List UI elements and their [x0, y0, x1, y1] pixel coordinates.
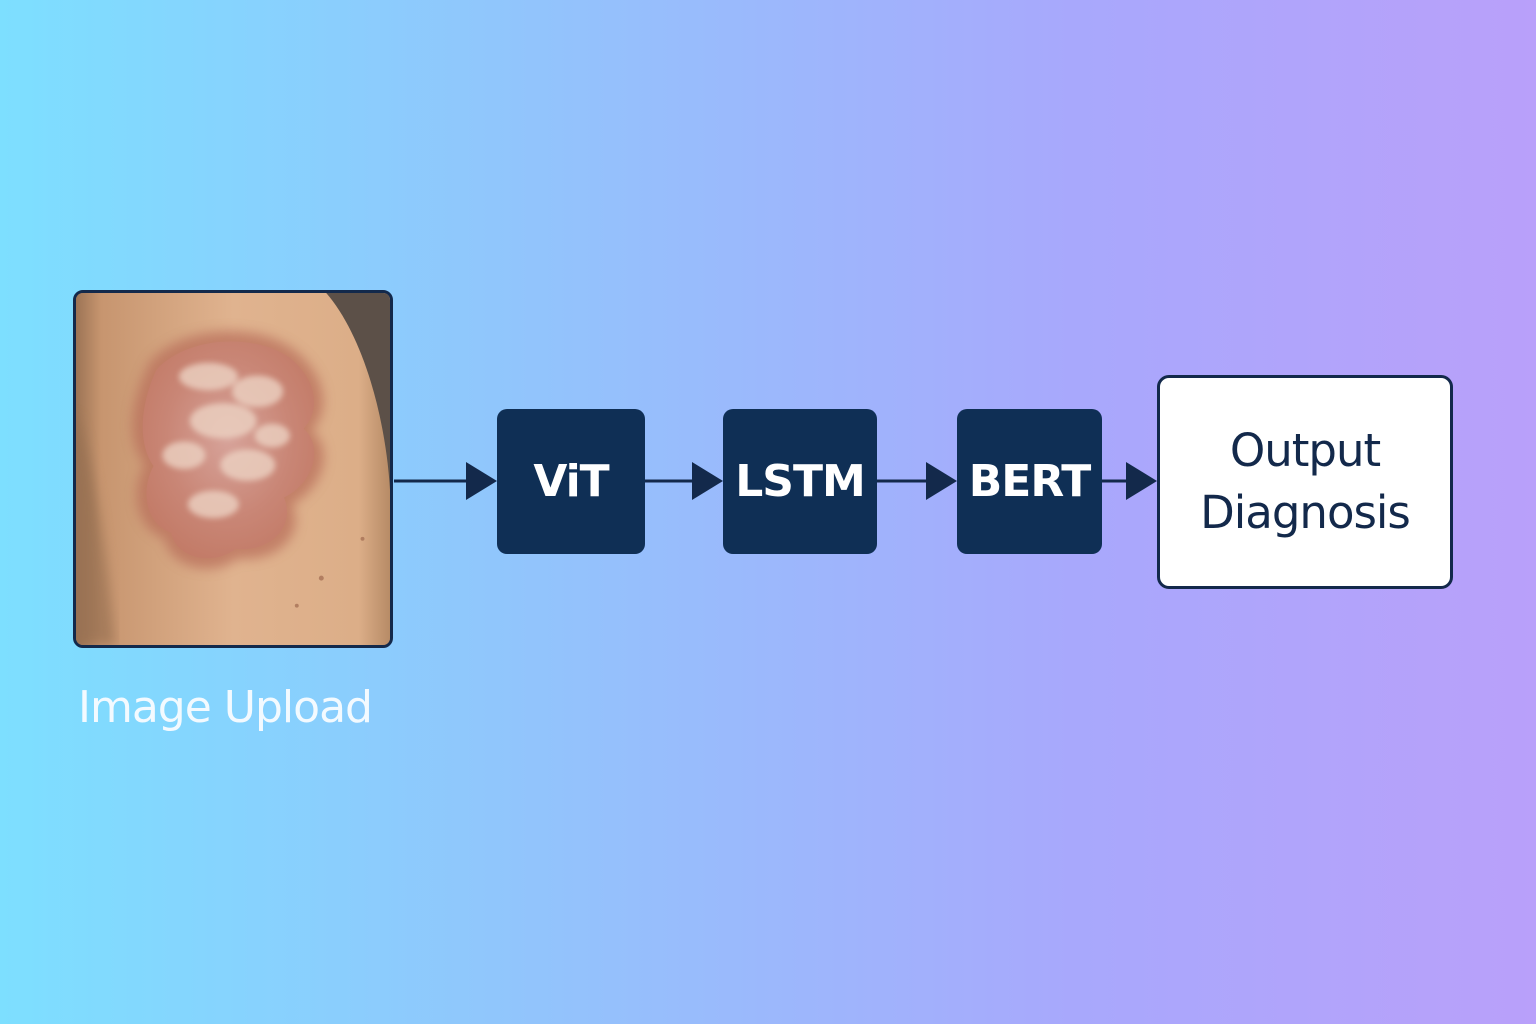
bert-stage-label: BERT [968, 456, 1092, 507]
uploaded-skin-image [73, 290, 393, 648]
image-upload-caption: Image Upload [78, 682, 373, 733]
output-label-line1: Output [1229, 424, 1381, 477]
arrow-head-icon [1126, 462, 1157, 500]
lstm-stage-box: LSTM [723, 409, 877, 554]
lstm-stage-label: LSTM [735, 456, 866, 507]
bert-stage-box: BERT [957, 409, 1102, 554]
output-label-line2: Diagnosis [1200, 486, 1411, 539]
vit-stage-box: ViT [497, 409, 645, 554]
vit-stage-label: ViT [533, 456, 609, 507]
arrow-head-icon [692, 462, 723, 500]
skin-lesion-photo [76, 293, 390, 645]
output-diagnosis-box: Output Diagnosis [1157, 375, 1453, 589]
arrow-head-icon [466, 462, 497, 500]
arrow-head-icon [926, 462, 957, 500]
